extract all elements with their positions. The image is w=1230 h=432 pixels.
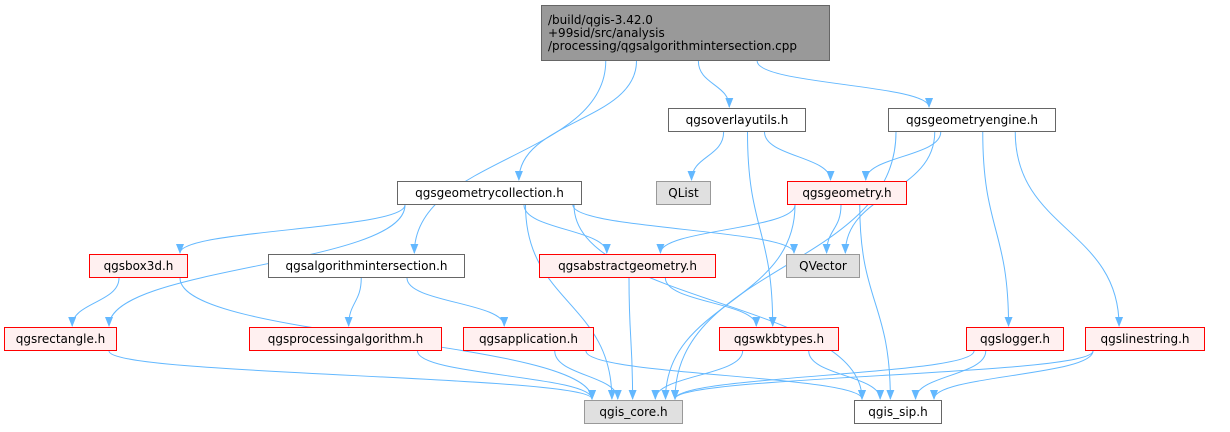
edge-box3d-to-rectangle [68, 277, 120, 327]
edge-geometryengine-to-linestring [1014, 131, 1124, 327]
edge-geometryengine-to-logger [982, 131, 1013, 327]
edge-geometry-to-core [661, 204, 796, 400]
edge-algintersection-to-processingalgorithm [344, 277, 362, 327]
node-qvector[interactable]: QVector [786, 254, 860, 278]
node-label: qgsabstractgeometry.h [558, 258, 697, 273]
edge-geometry-to-qvector [822, 204, 842, 254]
node-qgsoverlayutils[interactable]: qgsoverlayutils.h [668, 108, 806, 132]
node-qgsapplication[interactable]: qgsapplication.h [463, 327, 594, 351]
edge-root-to-overlayutils [697, 60, 734, 108]
node-label: qgsbox3d.h [103, 258, 174, 273]
edge-root-to-algintersection [410, 60, 607, 254]
edge-geometryengine-to-geometry [861, 131, 942, 181]
edge-geometrycollection-to-qvector [572, 204, 798, 254]
edge-root-to-geometryengine [756, 60, 933, 108]
node-qgslogger[interactable]: qgslogger.h [966, 327, 1064, 351]
edge-overlayutils-to-qlist [687, 131, 725, 181]
node-root-file[interactable]: /build/qgis-3.42.0 +99sid/src/analysis /… [541, 5, 830, 61]
node-qgsrectangle[interactable]: qgsrectangle.h [4, 327, 117, 351]
node-label: qgsalgorithmintersection.h [285, 258, 448, 273]
node-qgsgeometry[interactable]: qgsgeometry.h [787, 181, 907, 205]
edge-abstractgeometry-to-core [628, 277, 637, 400]
edge-application-to-core [554, 350, 622, 400]
edge-geometrycollection-to-box3d [176, 204, 406, 254]
node-label: qgslogger.h [979, 331, 1051, 346]
node-label: QList [668, 185, 699, 200]
edge-rectangle-to-core [108, 350, 596, 400]
node-label: QVector [799, 258, 847, 273]
node-label: qgsoverlayutils.h [685, 112, 789, 127]
node-label: qgis_sip.h [868, 404, 928, 419]
node-label: qgsrectangle.h [15, 331, 106, 346]
edge-wkbtypes-to-sip [808, 350, 885, 400]
node-label: qgsgeometrycollection.h [415, 185, 564, 200]
edge-root-to-geometrycollection [514, 60, 637, 181]
node-label: qgsgeometryengine.h [906, 112, 1038, 127]
edge-processingalgorithm-to-core [417, 350, 596, 400]
node-qgis-sip[interactable]: qgis_sip.h [854, 400, 942, 424]
node-qgslinestring[interactable]: qgslinestring.h [1085, 327, 1205, 351]
edge-geometrycollection-to-rectangle [105, 204, 406, 327]
edge-geometry-to-abstractgeometry [656, 204, 796, 254]
node-label: qgsgeometry.h [802, 185, 892, 200]
edge-logger-to-sip [911, 350, 987, 400]
edge-geometrycollection-to-abstractgeometry [523, 204, 611, 254]
node-qgis-core[interactable]: qgis_core.h [584, 400, 683, 424]
edge-linestring-to-core [671, 350, 1094, 400]
node-qgsabstractgeometry[interactable]: qgsabstractgeometry.h [539, 254, 716, 278]
node-qgsbox3d[interactable]: qgsbox3d.h [89, 254, 188, 278]
node-label: qgis_core.h [599, 404, 668, 419]
node-label: qgsapplication.h [478, 331, 579, 346]
node-label: qgswkbtypes.h [733, 331, 825, 346]
edge-logger-to-core [671, 350, 975, 400]
edge-overlayutils-to-wkbtypes [747, 131, 777, 327]
node-qgsgeometryengine[interactable]: qgsgeometryengine.h [888, 108, 1056, 132]
edge-geometrycollection-to-core [525, 204, 616, 400]
node-qgswkbtypes[interactable]: qgswkbtypes.h [719, 327, 839, 351]
node-label: qgslinestring.h [1100, 331, 1190, 346]
edge-abstractgeometry-to-wkbtypes [664, 277, 761, 327]
node-qgsgeometrycollection[interactable]: qgsgeometrycollection.h [397, 181, 582, 205]
edge-geometrycollection-to-sip [573, 204, 866, 400]
node-qgsalgorithmintersection[interactable]: qgsalgorithmintersection.h [268, 254, 465, 278]
edge-geometryengine-to-core [671, 131, 897, 400]
edge-wkbtypes-to-core [651, 350, 744, 400]
node-root-label: /build/qgis-3.42.0 +99sid/src/analysis /… [548, 12, 797, 53]
node-label: qgsprocessingalgorithm.h [267, 331, 424, 346]
edge-linestring-to-sip [930, 350, 1094, 400]
node-qlist[interactable]: QList [656, 181, 711, 205]
node-qgsprocessingalgorithm[interactable]: qgsprocessingalgorithm.h [249, 327, 442, 351]
edge-algintersection-to-application [406, 277, 509, 327]
edge-application-to-sip [585, 350, 866, 400]
edge-geometry-to-sip [859, 204, 895, 400]
edge-overlayutils-to-geometry [764, 131, 835, 181]
